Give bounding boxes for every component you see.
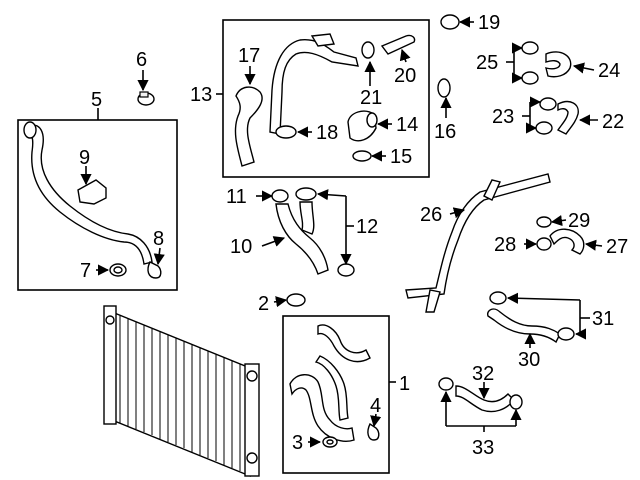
hose-part22: [556, 100, 579, 135]
clamp-part33-left: [438, 377, 454, 391]
callout-6: 6: [136, 49, 147, 71]
callout-5: 5: [91, 89, 102, 111]
hose-part30: [487, 308, 561, 344]
hose-part32: [455, 385, 515, 413]
clamp-part23-top: [539, 97, 557, 111]
callout-25: 25: [476, 52, 498, 74]
callout-33: 33: [472, 437, 494, 459]
clip-part8: [147, 261, 162, 279]
clamp-part11: [271, 189, 289, 203]
clamp-part2: [286, 293, 306, 307]
clamp-part29: [536, 216, 552, 228]
callout-28: 28: [494, 234, 516, 256]
clamp-part12-top: [295, 187, 317, 201]
clamp-part12-bottom: [337, 263, 355, 277]
hose-part20: [380, 34, 416, 55]
upper-hose-part5: [23, 121, 153, 265]
callout-2: 2: [258, 293, 269, 315]
clamp-part28: [536, 237, 552, 251]
hose-part10: [275, 201, 329, 275]
clamp-part31-top: [489, 291, 507, 305]
callout-15: 15: [390, 146, 412, 168]
pipe-part26: [405, 173, 551, 313]
callout-8: 8: [153, 228, 164, 250]
clamp-part25-bottom: [521, 71, 539, 85]
clip-part9: [77, 179, 107, 205]
hose-part1: [289, 324, 371, 442]
callout-18: 18: [316, 122, 338, 144]
clamp-part18: [275, 125, 297, 139]
clamp-part16: [437, 78, 451, 98]
callout-9: 9: [79, 147, 90, 169]
clip-part4: [367, 422, 380, 441]
callout-30: 30: [518, 349, 540, 371]
callout-23: 23: [492, 106, 514, 128]
callout-4: 4: [370, 395, 381, 417]
leader-lines: [80, 16, 603, 448]
clamp-part6: [137, 91, 155, 106]
clamp-part23-bottom: [535, 121, 553, 135]
hose-part27: [549, 228, 585, 255]
callout-19: 19: [478, 12, 500, 34]
callout-7: 7: [80, 260, 91, 282]
callout-24: 24: [598, 60, 620, 82]
hose-part17: [234, 86, 263, 167]
clamp-part33-right: [509, 394, 523, 410]
callout-21: 21: [360, 87, 382, 109]
clamp-part25-top: [521, 41, 539, 55]
callout-20: 20: [394, 65, 416, 87]
callout-31: 31: [592, 308, 614, 330]
callout-10: 10: [230, 236, 252, 258]
group-box-1: [282, 315, 390, 474]
callout-13: 13: [190, 84, 212, 106]
clamp-part19: [440, 14, 460, 30]
callout-3: 3: [292, 432, 303, 454]
o-ring-part3: [322, 436, 338, 448]
pipe-assembly-part13: [269, 33, 359, 135]
callout-11: 11: [226, 186, 247, 208]
hose-part24: [545, 51, 572, 78]
callout-32: 32: [472, 363, 494, 385]
callout-16: 16: [434, 121, 456, 143]
callout-27: 27: [606, 236, 628, 258]
radiator: [103, 305, 260, 478]
group-box-13: [222, 19, 430, 178]
callout-22: 22: [602, 111, 624, 133]
callout-1: 1: [399, 373, 410, 395]
clamp-part15: [352, 150, 372, 162]
elbow-part14: [347, 110, 378, 142]
callout-17: 17: [238, 45, 260, 67]
o-ring-part7: [109, 263, 127, 277]
clamp-part21: [361, 41, 375, 59]
callout-labels: 1 2 3 4 5 6 7 8 9 10 11 12 13 14 15 16 1…: [79, 12, 628, 459]
callout-29: 29: [568, 210, 590, 232]
callout-26: 26: [420, 204, 442, 226]
callout-14: 14: [396, 114, 418, 136]
clamp-part31-bottom: [557, 327, 575, 341]
callout-12: 12: [356, 216, 378, 238]
